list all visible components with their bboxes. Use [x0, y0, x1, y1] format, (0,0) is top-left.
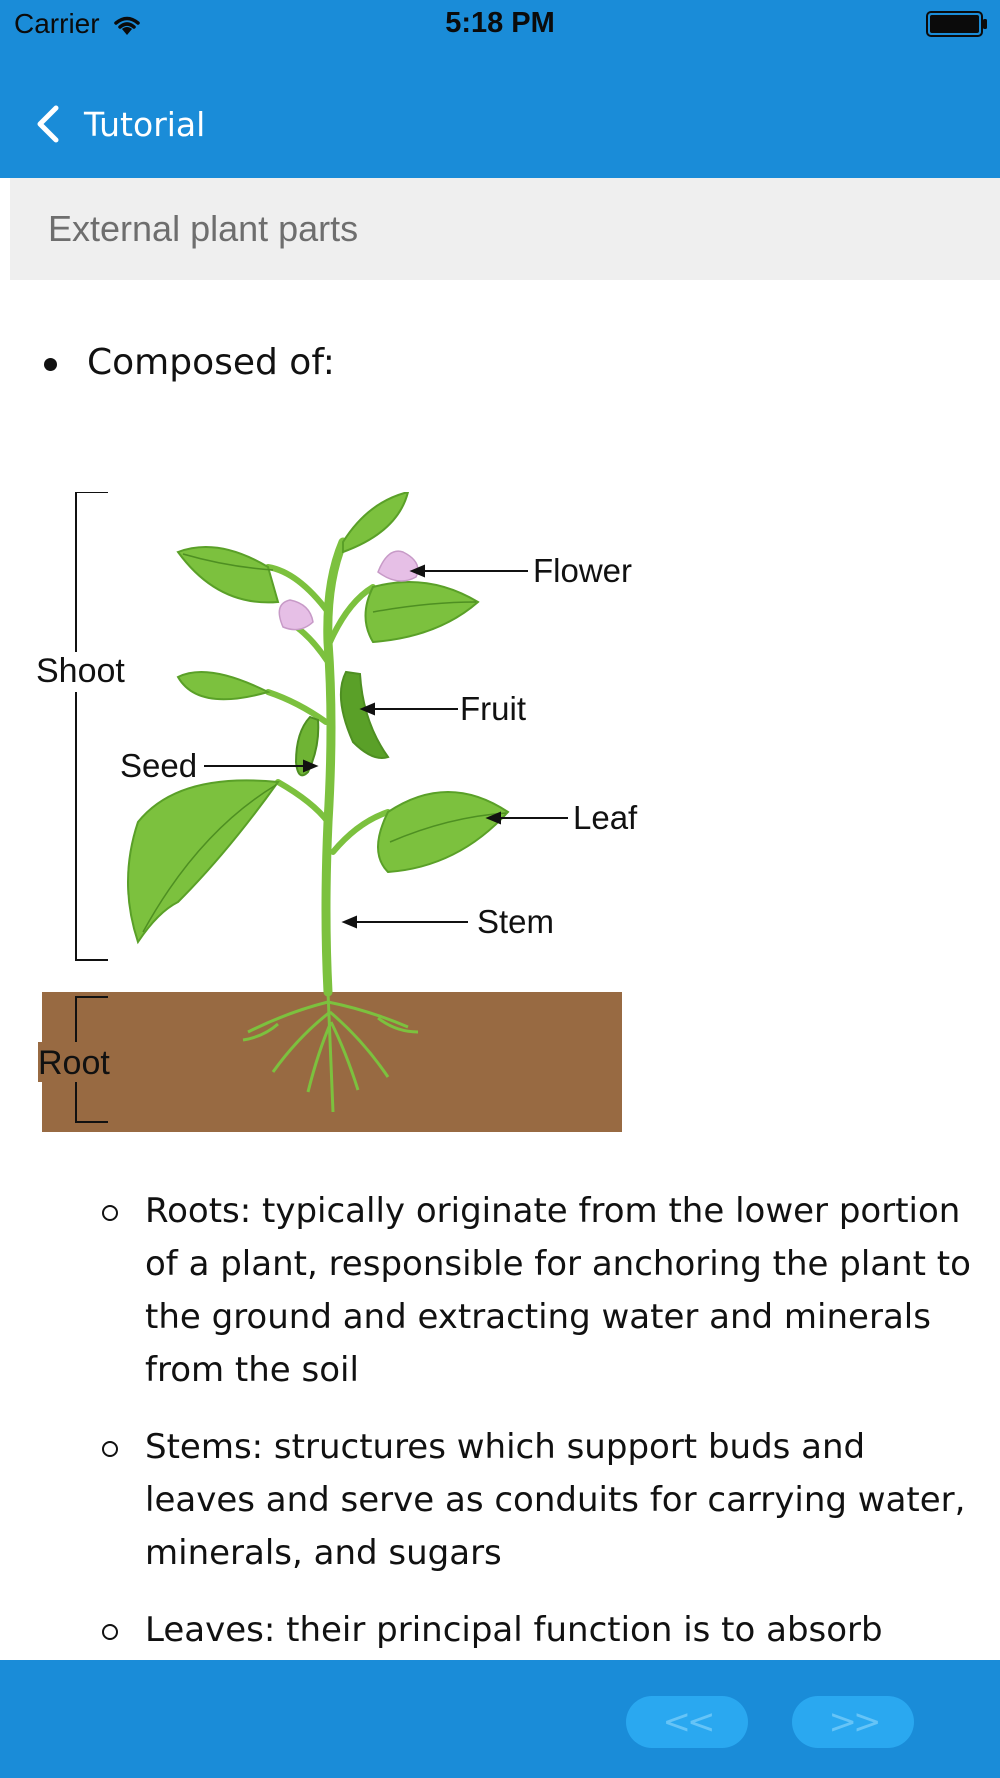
bottom-toolbar: << >> — [0, 1660, 1000, 1778]
list-item-text: Leaves: their principal function is to a… — [145, 1610, 883, 1650]
section-header: External plant parts — [10, 178, 1000, 280]
bullet-circle — [102, 1205, 118, 1221]
seed-label: Seed — [120, 747, 197, 784]
wifi-icon — [113, 16, 140, 35]
bullet-circle — [102, 1441, 118, 1457]
battery-icon — [926, 11, 987, 37]
plant-diagram: Shoot Root — [36, 492, 638, 1132]
list-item: Roots: typically originate from the lowe… — [100, 1185, 980, 1397]
chevron-left-icon — [37, 105, 59, 143]
plant-seed — [294, 715, 320, 777]
sub-bullet-list: Roots: typically originate from the lowe… — [100, 1185, 980, 1660]
section-title: External plant parts — [48, 208, 359, 249]
plant-flowers — [278, 550, 419, 631]
status-bar: Carrier 5:18 PM — [0, 0, 1000, 50]
plant-leaves — [127, 492, 510, 945]
list-item-text: Stems: structures which support buds and… — [145, 1427, 966, 1573]
next-button[interactable]: >> — [792, 1696, 914, 1748]
carrier-label: Carrier — [14, 8, 100, 39]
flower-label: Flower — [533, 552, 632, 589]
previous-button[interactable]: << — [626, 1696, 748, 1748]
leaf-label: Leaf — [573, 799, 638, 836]
stem-label: Stem — [477, 903, 554, 940]
main-bullet: Composed of: — [44, 342, 335, 383]
plant-stem — [321, 537, 348, 997]
fruit-label: Fruit — [460, 690, 526, 727]
root-label: Root — [38, 1044, 110, 1082]
bullet-circle — [102, 1624, 118, 1640]
clock: 5:18 PM — [445, 7, 555, 39]
carrier-group: Carrier — [14, 8, 144, 40]
shoot-label: Shoot — [36, 652, 125, 690]
list-item-text: Roots: typically originate from the lowe… — [145, 1191, 971, 1390]
plant-roots — [242, 991, 419, 1113]
back-label: Tutorial — [84, 104, 206, 144]
tutorial-content[interactable]: Composed of: Shoot Root — [0, 280, 1000, 1660]
shoot-bracket — [75, 492, 108, 961]
back-button[interactable]: Tutorial — [30, 102, 205, 146]
bullet-dot — [44, 358, 57, 371]
plant-fruit — [339, 670, 390, 759]
list-item: Leaves: their principal function is to a… — [100, 1604, 980, 1657]
navigation-bar: Tutorial — [0, 50, 1000, 178]
main-bullet-text: Composed of: — [87, 342, 335, 383]
list-item: Stems: structures which support buds and… — [100, 1421, 980, 1580]
